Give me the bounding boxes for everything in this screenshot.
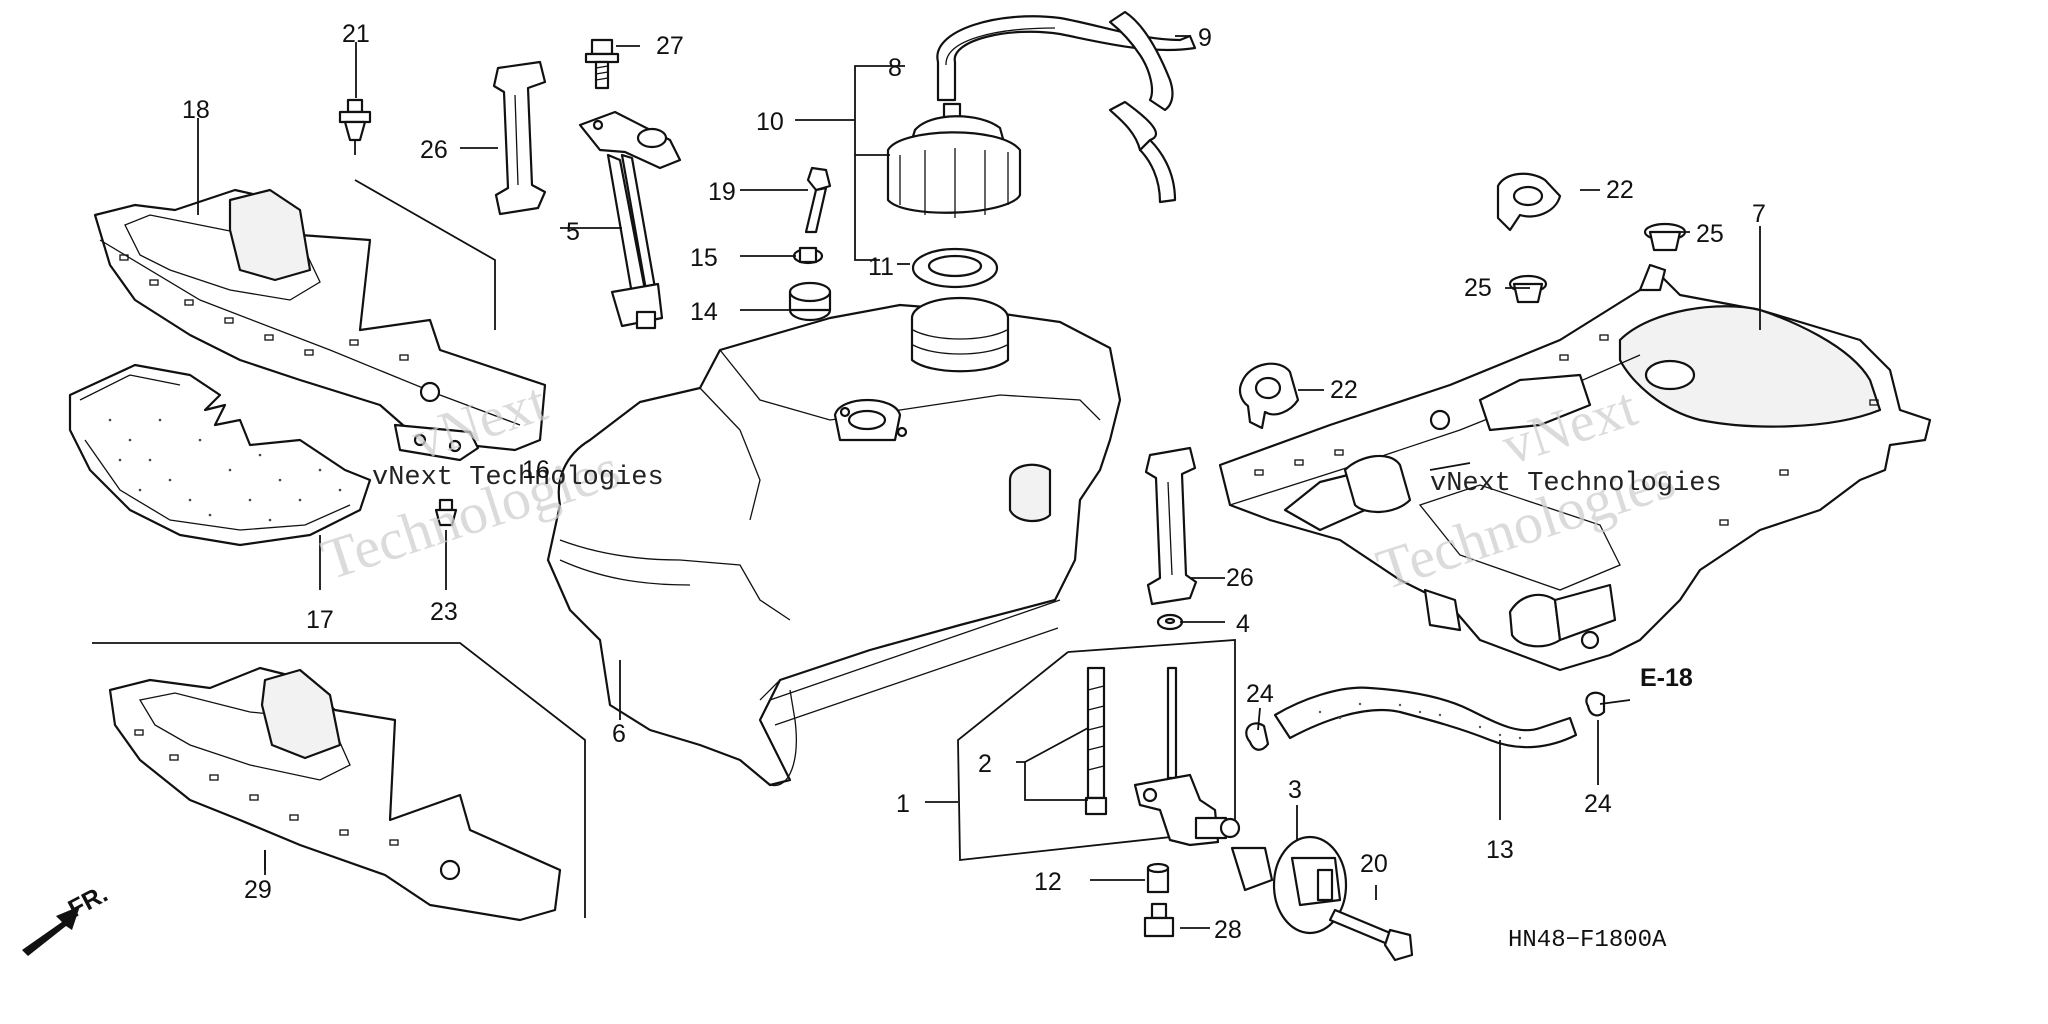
- part-22-grommet-mid: [1238, 362, 1300, 430]
- part-7-cover: [1218, 263, 1932, 672]
- part-5-fuel-gauge: [578, 110, 682, 330]
- callout-3: 3: [1288, 776, 1302, 804]
- callout-10: 10: [756, 108, 784, 136]
- part-25-plug-top: [1643, 222, 1687, 252]
- part-6-fuel-tank: [546, 296, 1122, 787]
- part-16-bracket: [393, 423, 480, 462]
- callout-16: 16: [522, 456, 550, 484]
- callout-1: 1: [896, 790, 910, 818]
- part-12-nut: [1146, 862, 1170, 894]
- part-14-grommet: [788, 281, 832, 322]
- part-9-tube: [1108, 10, 1177, 204]
- part-29-box: [92, 642, 586, 922]
- part-3-bracket: [1230, 835, 1348, 935]
- callout-14: 14: [690, 298, 718, 326]
- callout-22-mid: 22: [1330, 376, 1358, 404]
- part-1-group-outline: [957, 639, 1236, 862]
- part-18-cover: [93, 188, 547, 452]
- callout-9: 9: [1198, 24, 1212, 52]
- part-25-plug-bottom: [1508, 274, 1548, 304]
- part-26-strap-top: [492, 60, 547, 216]
- callout-24-left: 24: [1246, 680, 1274, 708]
- part-19-bolt: [804, 166, 832, 234]
- callout-15: 15: [690, 244, 718, 272]
- callout-25-top: 25: [1696, 220, 1724, 248]
- callout-26-mid: 26: [1226, 564, 1254, 592]
- callout-18: 18: [182, 96, 210, 124]
- part-27-bolt: [584, 38, 620, 90]
- leader-lines: [197, 35, 1761, 929]
- callout-4: 4: [1236, 610, 1250, 638]
- part-17-mat: [68, 363, 372, 547]
- callout-22-top: 22: [1606, 176, 1634, 204]
- callout-27: 27: [656, 32, 684, 60]
- callout-20: 20: [1360, 850, 1388, 878]
- callout-28: 28: [1214, 916, 1242, 944]
- front-arrow-icon: [22, 906, 80, 956]
- part-4-washer: [1156, 613, 1184, 631]
- callout-7: 7: [1752, 200, 1766, 228]
- part-2-strainer: [1084, 666, 1108, 816]
- svg-text:vNext Technologies: vNext Technologies: [372, 463, 664, 493]
- ref-e-18: E-18: [1640, 664, 1693, 692]
- callout-23: 23: [430, 598, 458, 626]
- callout-26-top: 26: [420, 136, 448, 164]
- callout-6: 6: [612, 720, 626, 748]
- part-10-fuel-cap: [886, 102, 1022, 218]
- part-11-gasket: [911, 247, 999, 289]
- svg-text:vNext Technologies: vNext Technologies: [1430, 469, 1722, 499]
- part-26-strap-mid: [1144, 446, 1198, 606]
- callout-13: 13: [1486, 836, 1514, 864]
- callout-2: 2: [978, 750, 992, 778]
- callout-19: 19: [708, 178, 736, 206]
- part-22-grommet-top: [1496, 172, 1562, 232]
- part-13-fuel-hose: [1273, 686, 1578, 749]
- part-petcock: [1133, 666, 1241, 847]
- callout-17: 17: [306, 606, 334, 634]
- part-23-clip: [434, 498, 458, 527]
- part-20-bolt: [1328, 908, 1414, 962]
- part-21-clip: [338, 98, 372, 155]
- callout-12: 12: [1034, 868, 1062, 896]
- callout-25-bottom: 25: [1464, 274, 1492, 302]
- diagram-code: HN48−F1800A: [1508, 927, 1667, 954]
- callout-11: 11: [868, 253, 894, 281]
- callout-24-right: 24: [1584, 790, 1612, 818]
- callout-29: 29: [244, 876, 272, 904]
- part-28-bolt: [1143, 902, 1175, 938]
- part-15-collar: [792, 246, 824, 265]
- callout-8: 8: [888, 54, 902, 82]
- callout-21: 21: [342, 20, 370, 48]
- callout-5: 5: [566, 218, 580, 246]
- part-24-clamp-left: [1245, 722, 1270, 751]
